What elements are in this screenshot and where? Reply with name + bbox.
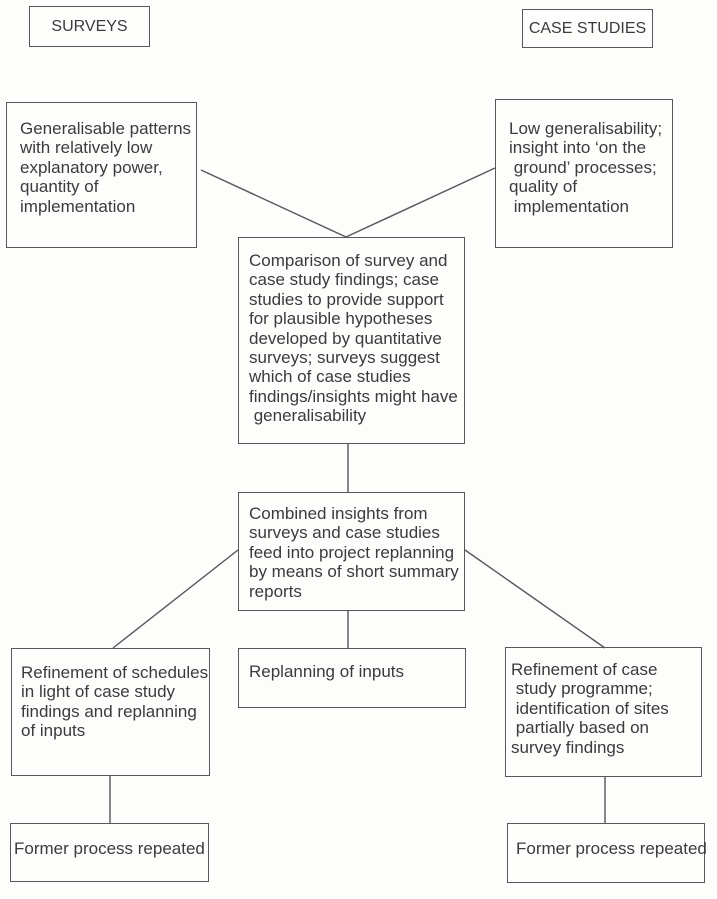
node-comparison-of-findings: Comparison of survey and case study find… bbox=[238, 237, 465, 444]
node-refinement-of-case-study-programme: Refinement of case study programme; iden… bbox=[505, 647, 702, 777]
node-survey-outcome: Generalisable patterns with relatively l… bbox=[6, 102, 197, 248]
node-refinement-of-schedules: Refinement of schedules in light of case… bbox=[11, 648, 210, 776]
node-case-studies: CASE STUDIES bbox=[522, 9, 653, 48]
node-former-process-repeated-left: Former process repeated bbox=[10, 823, 209, 882]
edge-combined-to-refine-case bbox=[464, 549, 606, 649]
node-combined-insights: Combined insights from surveys and case … bbox=[238, 492, 465, 611]
edge-survey-outcome-to-comparison bbox=[200, 169, 347, 238]
edge-combined-to-refine-schedules bbox=[112, 549, 239, 649]
edge-case-outcome-to-comparison bbox=[345, 167, 496, 238]
node-surveys: SURVEYS bbox=[29, 6, 150, 47]
node-former-process-repeated-right: Former process repeated bbox=[507, 823, 707, 883]
node-case-outcome: Low generalisability; insight into ‘on t… bbox=[495, 99, 673, 248]
node-replanning-of-inputs: Replanning of inputs bbox=[238, 648, 466, 708]
